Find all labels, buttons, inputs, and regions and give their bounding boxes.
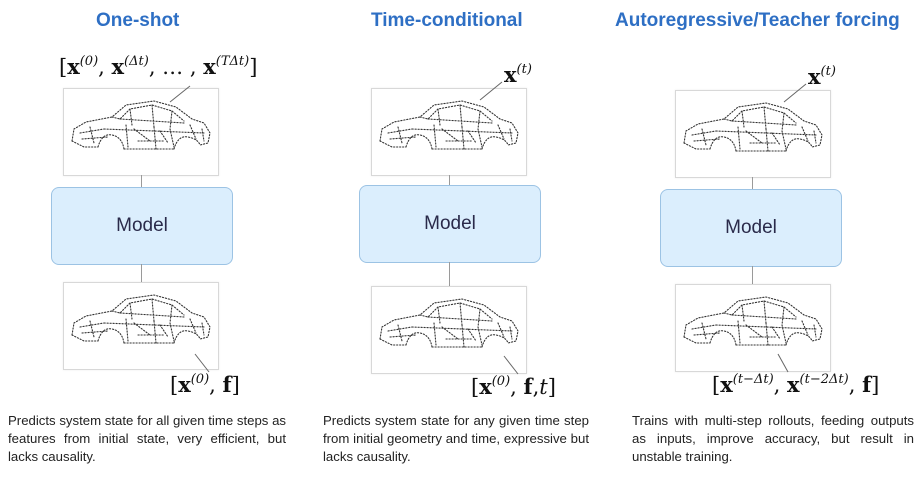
pointer-line: [783, 83, 807, 103]
connector-line: [449, 262, 450, 286]
description-time-conditional: Predicts system state for any given time…: [323, 413, 589, 464]
input-car-one-shot: [63, 282, 219, 370]
pointer-line: [503, 355, 519, 375]
connector-line: [141, 264, 142, 282]
pointer-line: [194, 353, 210, 373]
input-label-one-shot: [x(0), f]: [170, 372, 240, 397]
model-box-time-conditional: Model: [359, 185, 541, 263]
input-label-autoregressive: [x(t−Δt), x(t−2Δt), f]: [712, 372, 880, 397]
connector-line: [752, 266, 753, 284]
connector-line: [752, 177, 753, 189]
model-box-autoregressive: Model: [660, 189, 842, 267]
pointer-line: [777, 353, 789, 373]
column-title-autoregressive: Autoregressive/Teacher forcing: [615, 10, 900, 31]
connector-line: [449, 175, 450, 185]
output-label-one-shot: [x(0), x(Δt), … , x(TΔt)]: [59, 54, 258, 79]
output-car-one-shot: [63, 88, 219, 176]
description-autoregressive: Trains with multi-step rollouts, feeding…: [632, 413, 914, 464]
pointer-line: [479, 81, 503, 101]
model-label: Model: [725, 217, 777, 238]
description-one-shot: Predicts system state for all given time…: [8, 413, 286, 464]
column-title-one-shot: One-shot: [96, 10, 180, 31]
column-title-time-conditional: Time-conditional: [371, 10, 523, 31]
model-label: Model: [424, 213, 476, 234]
input-car-autoregressive: [675, 284, 831, 372]
output-label-time-conditional: x(t): [504, 62, 532, 87]
car-point-cloud-icon: [683, 296, 823, 346]
connector-line: [141, 175, 142, 187]
input-car-time-conditional: [371, 286, 527, 374]
output-label-autoregressive: x(t): [808, 64, 836, 89]
pointer-line: [169, 85, 191, 103]
output-car-autoregressive: [675, 90, 831, 178]
input-label-time-conditional: [x(0), f,t]: [471, 374, 556, 399]
model-box-one-shot: Model: [51, 187, 233, 265]
model-label: Model: [116, 215, 168, 236]
